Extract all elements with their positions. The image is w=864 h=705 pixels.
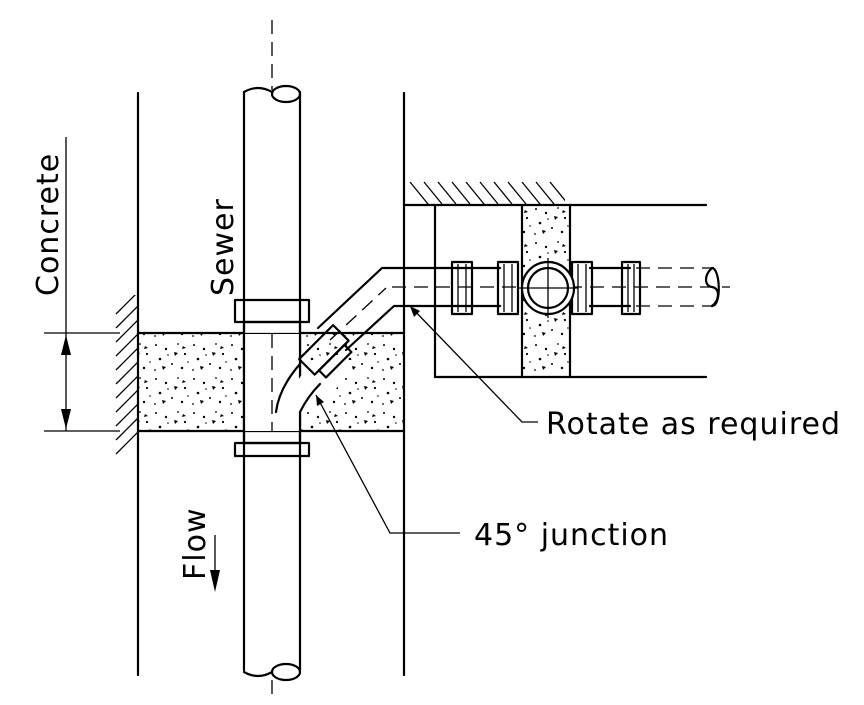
junction-label: 45° junction [474,518,669,553]
sewer-label: Sewer [206,198,241,296]
pipe-cross-section [518,258,578,318]
branch-coupling-1 [450,260,474,316]
ground-hatch-left [115,295,138,455]
rotate-label: Rotate as required [546,407,841,442]
ground-hatch-top [409,181,565,205]
flow-label: Flow [178,508,213,580]
junction-leader-arrow [316,395,324,406]
flow-arrow-icon [210,535,220,592]
junction-leader [315,394,460,534]
concrete-label: Concrete [31,153,66,296]
rotate-leader-arrow [410,306,420,317]
junction-branch [274,266,462,414]
branch-pipe [458,266,720,308]
branch-coupling-4 [620,260,642,316]
rotate-leader [409,305,538,423]
concrete-dimension [44,137,120,432]
